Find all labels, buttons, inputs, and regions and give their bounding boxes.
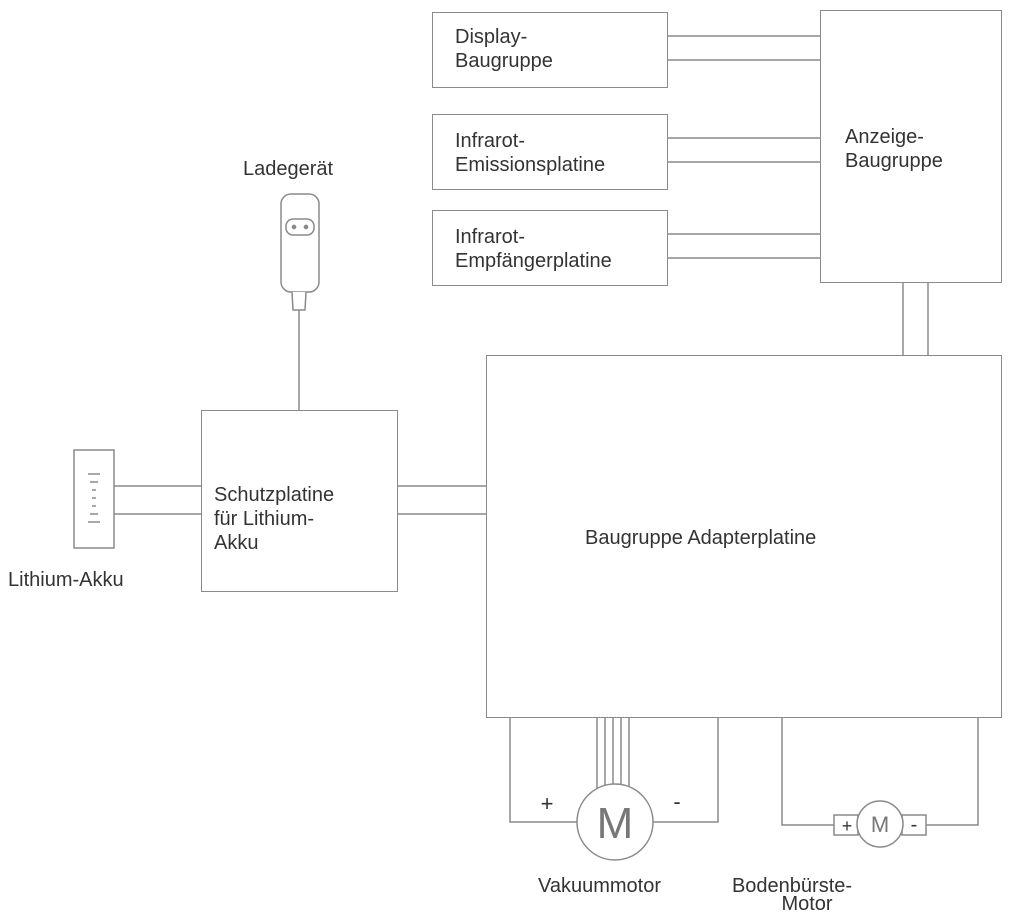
charger-tail	[291, 291, 307, 311]
display-board-label-line1: Display-	[455, 26, 528, 48]
ir-receiver-board: Infrarot- Empfängerplatine	[432, 210, 668, 286]
battery-label: Lithium-Akku	[8, 569, 124, 591]
charger-socket-icon	[285, 218, 315, 236]
ir-receiver-label-line2: Empfängerplatine	[455, 250, 612, 272]
brush-motor-minus-sign: -	[911, 814, 918, 836]
schutz-label-line1: Schutzplatine	[214, 484, 335, 506]
vacuum-motor-m: M	[597, 799, 634, 848]
charger-pin-right	[303, 224, 309, 230]
wire-brush-plus	[781, 718, 834, 826]
ir-emission-label-line2: Emissionsplatine	[455, 154, 606, 176]
vacuum-motor-plus-sign: +	[541, 791, 554, 816]
ir-emission-board: Infrarot- Emissionsplatine	[432, 114, 668, 190]
display-board: Display- Baugruppe	[432, 12, 668, 88]
brush-motor-m: M	[871, 812, 889, 837]
brush-motor-label: Bodenbürste- Motor	[712, 874, 872, 916]
display-board-label-line2: Baugruppe	[455, 50, 553, 72]
schutzplatine-board: Schutzplatine für Lithium- Akku	[201, 410, 398, 592]
wire-brush-minus	[926, 718, 979, 826]
charger-label: Ladegerät	[243, 158, 334, 180]
vacuum-motor-minus-sign: -	[673, 789, 680, 814]
charger-body	[280, 193, 320, 293]
anzeige-label-line2: Baugruppe	[845, 150, 943, 172]
wire-vacuum-plus	[509, 718, 577, 823]
schutz-label-line2: für Lithium-	[214, 508, 315, 530]
vacuum-motor-label: Vakuummotor	[538, 875, 662, 897]
adapter-board: Baugruppe Adapterplatine	[486, 355, 1002, 718]
battery-icon	[73, 449, 115, 549]
anzeige-label-line1: Anzeige-	[845, 126, 924, 148]
ir-emission-label-line1: Infrarot-	[455, 130, 526, 152]
schutz-label-line3: Akku	[214, 532, 259, 554]
ir-receiver-label-line1: Infrarot-	[455, 226, 526, 248]
wire-vacuum-minus	[652, 718, 719, 823]
charger-pin-left	[291, 224, 297, 230]
vacuum-motor-symbol	[576, 783, 654, 861]
adapter-label: Baugruppe Adapterplatine	[585, 527, 817, 549]
brush-motor-label-line2: Motor	[781, 893, 833, 915]
brush-motor-label-line1: Bodenbürste-	[731, 875, 853, 897]
brush-motor-symbol	[856, 800, 904, 848]
brush-motor-plus-sign: +	[842, 816, 853, 836]
anzeige-board: Anzeige- Baugruppe	[820, 10, 1002, 283]
